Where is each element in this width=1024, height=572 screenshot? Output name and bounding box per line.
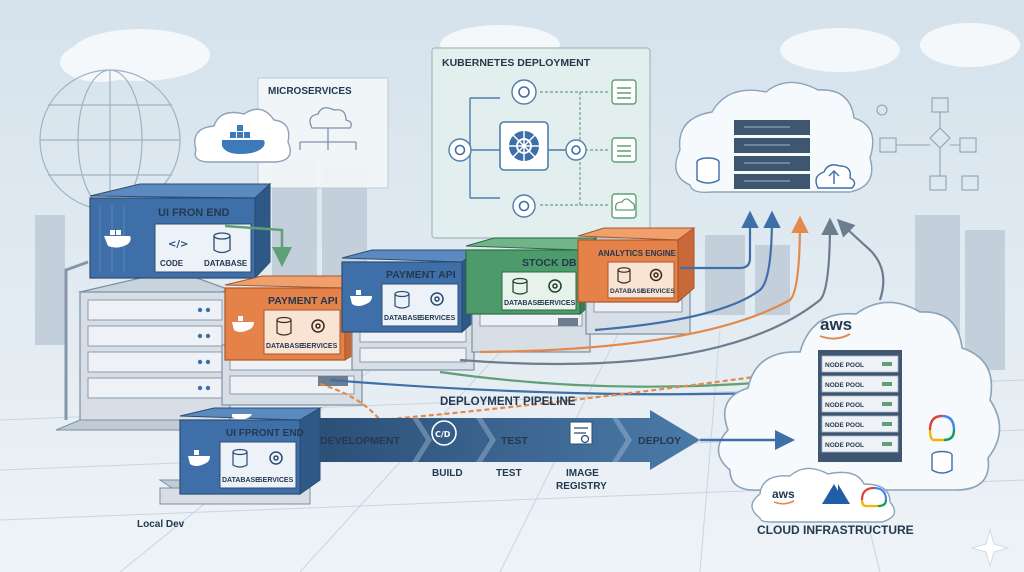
container-analytics-engine: ANALYTICS ENGINE DATABASE SERVICES bbox=[577, 227, 696, 304]
container-title: ANALYTICS ENGINE bbox=[598, 249, 677, 258]
node-pool-label: NODE POOL bbox=[825, 402, 864, 409]
kubernetes-icon bbox=[512, 194, 536, 218]
cloud-icon bbox=[299, 107, 357, 150]
node-pool-label: NODE POOL bbox=[825, 442, 864, 449]
container-payment-api-orange: PAYMENT API DATABASE SERVICES bbox=[224, 275, 371, 361]
server-rack bbox=[734, 120, 810, 189]
database-icon bbox=[931, 450, 953, 474]
aws-logo: aws bbox=[820, 315, 852, 334]
local-dev-label: Local Dev bbox=[137, 519, 185, 530]
stage-build: BUILD bbox=[432, 468, 463, 479]
gear-icon bbox=[649, 268, 663, 282]
container-right-label: SERVICES bbox=[258, 477, 294, 484]
network-cable bbox=[64, 260, 89, 420]
image-registry-icon bbox=[569, 421, 593, 445]
container-right-label: SERVICES bbox=[540, 300, 576, 307]
container-title: UI FRON END bbox=[158, 207, 230, 219]
flow-arrow bbox=[224, 224, 292, 267]
container-ui-front-end-local: UI FPRONT END DATABASE SERVICES bbox=[158, 407, 322, 505]
container-left-label: DATABASE bbox=[384, 315, 422, 322]
aws-logo-small: aws bbox=[772, 487, 795, 501]
kubernetes-icon bbox=[511, 79, 537, 105]
kubernetes-icon bbox=[448, 138, 472, 162]
kubernetes-title: KUBERNETES DEPLOYMENT bbox=[442, 57, 591, 69]
primary-cloud bbox=[675, 81, 874, 194]
container-title: STOCK DB bbox=[522, 257, 577, 269]
container-payment-api-blue: PAYMENT API DATABASE SERVICES bbox=[341, 249, 480, 334]
google-cloud-icon bbox=[860, 486, 888, 508]
ci-cd-icon: C/D bbox=[431, 420, 457, 446]
network-diagram-decoration bbox=[876, 97, 979, 191]
container-ui-front-end: UI FRON END </> CODE DATABASE bbox=[89, 182, 272, 280]
container-right-label: SERVICES bbox=[420, 315, 456, 322]
sparkle-icon bbox=[970, 528, 1010, 568]
server-rack-left bbox=[55, 269, 251, 431]
docker-cloud bbox=[194, 108, 291, 163]
node-pool-label: NODE POOL bbox=[825, 422, 864, 429]
cloud-upload-icon bbox=[815, 164, 856, 189]
database-icon bbox=[213, 232, 231, 254]
gear-icon bbox=[311, 319, 325, 333]
gear-icon bbox=[548, 279, 562, 293]
docker-whale-icon bbox=[350, 290, 372, 306]
aws-smile-icon bbox=[773, 500, 795, 505]
database-icon bbox=[232, 448, 248, 468]
container-left-label: DATABASE bbox=[222, 477, 260, 484]
docker-whale-icon bbox=[222, 125, 265, 154]
kubernetes-panel: KUBERNETES DEPLOYMENT bbox=[431, 47, 651, 239]
container-title: PAYMENT API bbox=[386, 269, 456, 281]
kubernetes-hub-icon bbox=[499, 121, 549, 171]
cloud-infrastructure-label: CLOUD INFRASTRUCTURE bbox=[757, 523, 914, 537]
node-pool-rack: NODE POOL NODE POOL NODE POOL NODE POOL … bbox=[818, 350, 902, 462]
cloud-icon bbox=[614, 198, 636, 211]
docker-whale-icon bbox=[104, 230, 131, 248]
node-pool-label: NODE POOL bbox=[825, 382, 864, 389]
container-left-label: DATABASE bbox=[266, 343, 304, 350]
deploy-flow-arrows bbox=[319, 210, 885, 422]
stage-test: TEST bbox=[501, 435, 528, 447]
stage-deploy: DEPLOY bbox=[638, 435, 681, 447]
container-left-label: DATABASE bbox=[504, 300, 542, 307]
database-icon bbox=[617, 267, 631, 284]
google-cloud-icon bbox=[928, 414, 956, 442]
kubernetes-icon bbox=[565, 139, 587, 161]
container-right-label: SERVICES bbox=[642, 288, 675, 295]
database-icon bbox=[276, 316, 292, 336]
container-left-label: CODE bbox=[160, 259, 184, 268]
database-icon bbox=[512, 277, 528, 295]
database-icon bbox=[394, 290, 410, 309]
deployment-pipeline: DEPLOYMENT PIPELINE DEVELOPMENT C/D TEST… bbox=[316, 396, 700, 492]
container-title: PAYMENT API bbox=[268, 295, 338, 307]
docker-whale-icon bbox=[188, 450, 210, 466]
svg-text:C/D: C/D bbox=[435, 430, 451, 439]
code-icon: </> bbox=[168, 239, 188, 250]
container-right-label: SERVICES bbox=[302, 343, 338, 350]
docker-whale-icon bbox=[232, 414, 252, 420]
azure-icon bbox=[822, 484, 850, 504]
container-left-label: DATABASE bbox=[610, 288, 646, 295]
cloud-infrastructure: aws NODE POOL NODE POOL NODE POOL NODE P… bbox=[717, 301, 1001, 523]
node-pool-label: NODE POOL bbox=[825, 362, 864, 369]
docker-whale-icon bbox=[232, 316, 254, 332]
gear-icon bbox=[430, 292, 444, 306]
stage-development: DEVELOPMENT bbox=[320, 435, 401, 447]
stage-image: IMAGE bbox=[566, 468, 599, 479]
aws-smile-icon bbox=[819, 333, 851, 340]
container-right-label: DATABASE bbox=[204, 259, 248, 268]
database-icon bbox=[696, 157, 720, 184]
pipeline-title: DEPLOYMENT PIPELINE bbox=[440, 396, 576, 408]
background-clouds bbox=[60, 23, 1020, 82]
microservices-label: MICROSERVICES bbox=[268, 86, 352, 97]
container-title: UI FPRONT END bbox=[226, 428, 304, 439]
gear-icon bbox=[269, 451, 283, 465]
pod-icons bbox=[611, 79, 637, 219]
pipeline-arrow bbox=[316, 410, 700, 470]
stage-test-label: TEST bbox=[496, 468, 522, 479]
stage-registry: REGISTRY bbox=[556, 481, 607, 492]
